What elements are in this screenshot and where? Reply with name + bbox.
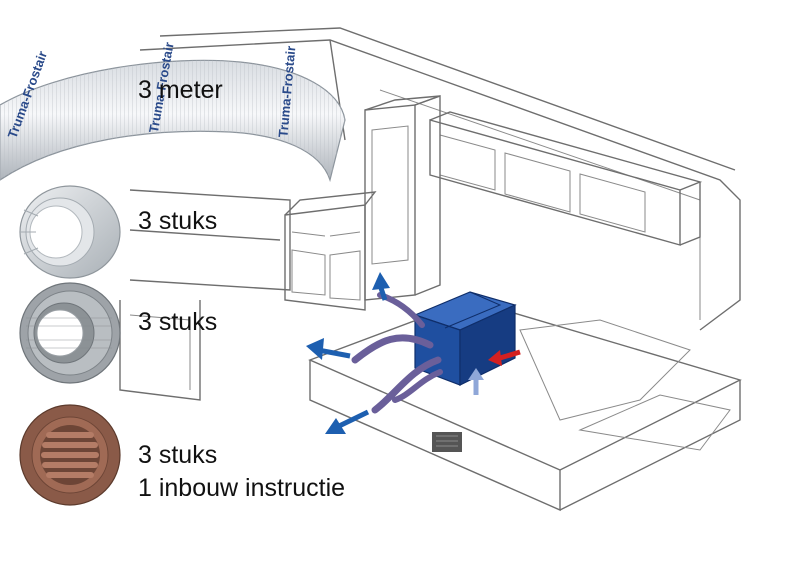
floor-vent-grille [432,432,462,452]
label-threaded-rings: 3 stuks [138,308,218,336]
label-vents: 3 stuks [138,441,218,469]
overhead-cabinets [429,111,703,246]
truma-heater-unit [413,291,517,386]
camper-outline [119,27,741,401]
label-grey-rings: 3 stuks [138,207,218,235]
connector-ring-icon [19,185,121,279]
wardrobe [364,95,441,301]
kitchen-cabinet [284,191,377,311]
frostair-hose: Truma-Frostair Truma-Frostair Truma-Fros… [0,41,346,183]
label-instruction: 1 inbouw instructie [138,474,346,502]
label-hose-length: 3 meter [138,76,223,104]
threaded-ring-icon [19,282,121,384]
bed-platform [308,299,742,512]
airflow-arrows [306,272,521,434]
vent-outlet-icon [19,404,121,506]
